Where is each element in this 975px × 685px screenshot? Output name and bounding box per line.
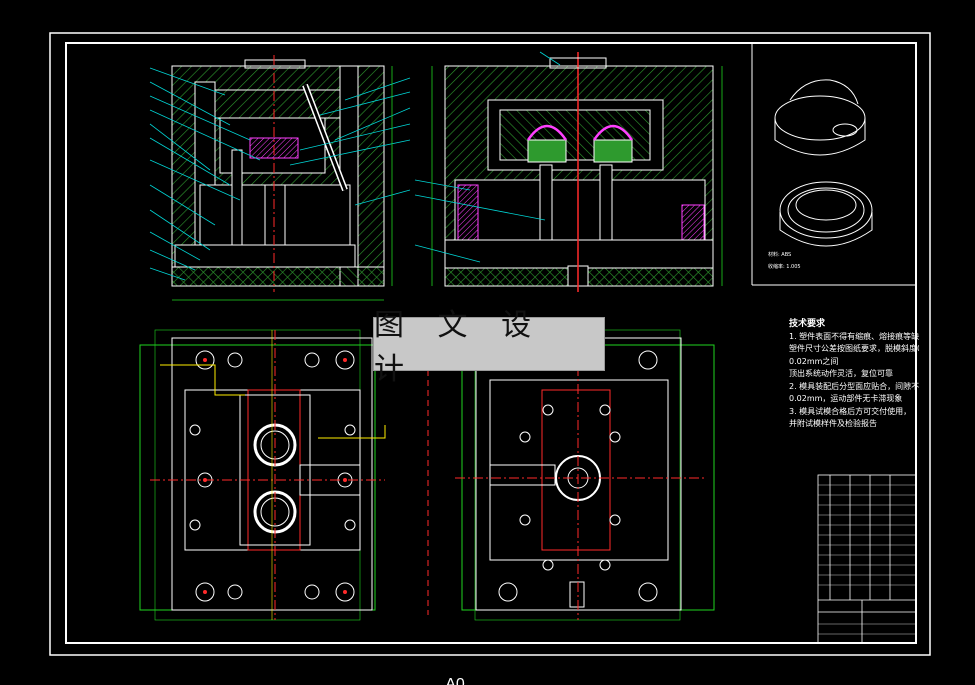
tech-note-line: 2. 模具装配后分型面应贴合，间隙不大于	[789, 381, 919, 391]
tech-note-line: 1. 塑件表面不得有缩痕、熔接痕等缺陷	[789, 331, 919, 341]
title-block	[817, 474, 917, 644]
tech-note-line: 0.02mm，运动部件无卡滞现象	[789, 394, 903, 403]
watermark-label: 图 文 设 计	[373, 308, 605, 387]
tech-note-line: 3. 模具试模合格后方可交付使用，	[789, 406, 912, 416]
section-view-right	[414, 51, 723, 292]
tech-notes-title: 技术要求	[789, 319, 826, 329]
outer-frame	[49, 32, 931, 656]
section-view-left	[149, 55, 411, 301]
sheet-size-label: A0	[445, 676, 465, 685]
tech-note-line: 0.02mm之间	[789, 356, 839, 366]
inner-frame	[65, 42, 917, 644]
technical-requirements: 技术要求 1. 塑件表面不得有缩痕、熔接痕等缺陷 塑件尺寸公差按图纸要求，脱模斜…	[789, 318, 919, 431]
plan-view-left	[139, 329, 386, 621]
part-isometric	[774, 79, 873, 247]
part-notes: 材料: ABS 收缩率: 1.005	[768, 251, 801, 270]
tech-note-line: 顶出系统动作灵活，复位可靠	[789, 369, 893, 378]
plan-view-right	[455, 329, 715, 621]
tech-note-line: 并附试模样件及检验报告	[789, 419, 877, 428]
